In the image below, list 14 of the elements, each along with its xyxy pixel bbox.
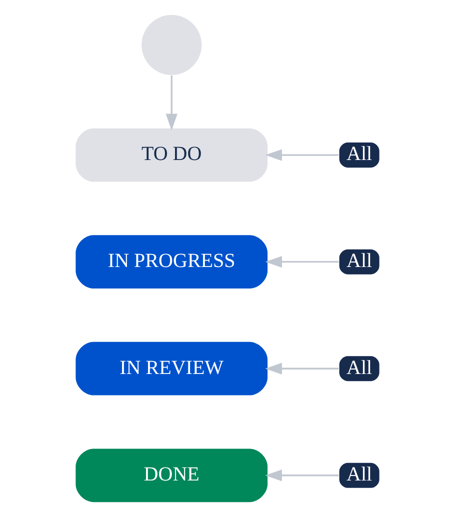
node-box: All [338,249,379,274]
arrow [264,470,338,482]
node-box: All [338,462,379,488]
node-box: All [338,356,379,382]
node-box: IN PROGRESS [75,235,268,289]
node-box: All [338,142,379,168]
arrow [264,256,338,268]
node-box: TO DO [75,128,268,182]
arrow [165,75,177,130]
node-box: DONE [75,448,268,502]
node-box: IN REVIEW [75,342,268,396]
arrow [264,149,338,161]
arrow [264,362,338,374]
node-circle [141,14,202,75]
